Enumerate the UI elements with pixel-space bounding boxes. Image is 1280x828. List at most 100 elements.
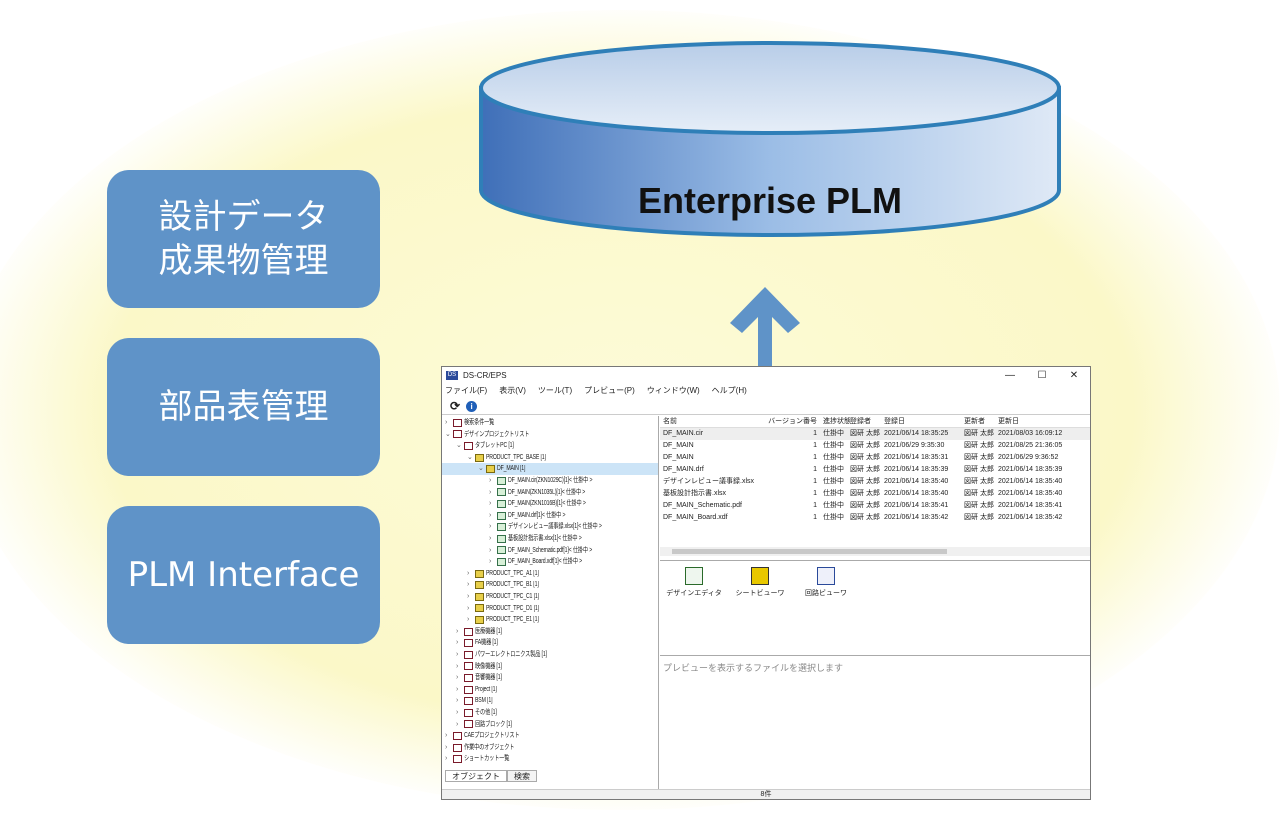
- close-button[interactable]: ✕: [1069, 369, 1079, 381]
- chevron-right-icon[interactable]: ›: [467, 604, 470, 612]
- chevron-down-icon[interactable]: ⌄: [456, 442, 462, 450]
- chevron-right-icon[interactable]: ›: [489, 535, 492, 542]
- table-cell: 図研 太郎: [850, 490, 880, 497]
- tree-item[interactable]: ›PRODUCT_TPC_B1 [1]: [467, 579, 557, 591]
- tab-objects[interactable]: オブジェクト: [445, 770, 507, 782]
- column-header[interactable]: 登録日: [884, 418, 905, 425]
- menu-preview[interactable]: プレビュー(P): [584, 386, 635, 395]
- menu-help[interactable]: ヘルプ(H): [711, 386, 747, 395]
- sheet-viewer-button[interactable]: シートビューワ: [728, 567, 792, 598]
- chevron-right-icon[interactable]: ›: [456, 627, 459, 635]
- chevron-right-icon[interactable]: ›: [445, 732, 448, 740]
- tree-item[interactable]: ›検索条件一覧: [445, 417, 505, 429]
- chevron-right-icon[interactable]: ›: [456, 674, 459, 682]
- column-header[interactable]: 更新日: [998, 418, 1019, 425]
- chevron-right-icon[interactable]: ›: [467, 593, 470, 600]
- design-editor-button[interactable]: デザインエディタ: [662, 567, 726, 598]
- chevron-right-icon[interactable]: ›: [445, 755, 448, 763]
- tree-item[interactable]: ›DF_MAIN.cir(ZKN1029C)[1]< 仕掛中 >: [489, 475, 622, 487]
- circuit-viewer-button[interactable]: 回路ビューワ: [794, 567, 858, 598]
- chevron-right-icon[interactable]: ›: [456, 639, 459, 647]
- tree-item[interactable]: ›DF_MAIN_Schematic.pdf[1]< 仕掛中 >: [489, 545, 622, 557]
- tree-item[interactable]: ›回路ブロック [1]: [456, 719, 525, 731]
- chevron-right-icon[interactable]: ›: [489, 511, 492, 519]
- chevron-right-icon[interactable]: ›: [489, 546, 492, 554]
- chevron-right-icon[interactable]: ›: [456, 685, 459, 693]
- tree-item[interactable]: ›作業中のオブジェクト: [445, 742, 532, 754]
- tree-item[interactable]: ⌄PRODUCT_TPC_BASE [1]: [467, 452, 567, 464]
- column-header[interactable]: 名前: [663, 418, 677, 425]
- tree-item[interactable]: ›音響機器 [1]: [456, 672, 511, 684]
- chevron-right-icon[interactable]: ›: [445, 419, 448, 426]
- chevron-right-icon[interactable]: ›: [467, 616, 470, 624]
- chevron-right-icon[interactable]: ›: [489, 500, 492, 508]
- tree-item[interactable]: ›医療機器 [1]: [456, 626, 511, 638]
- tree-item[interactable]: ›ショートカット一覧: [445, 753, 525, 765]
- chevron-right-icon[interactable]: ›: [467, 569, 470, 577]
- tree-item[interactable]: ›PRODUCT_TPC_C1 [1]: [467, 591, 557, 603]
- chevron-right-icon[interactable]: ›: [456, 709, 459, 716]
- table-cell: 図研 太郎: [850, 430, 880, 437]
- maximize-button[interactable]: ☐: [1037, 369, 1047, 381]
- chevron-right-icon[interactable]: ›: [467, 581, 470, 589]
- menu-tools[interactable]: ツール(T): [537, 386, 573, 395]
- tree-item[interactable]: ›FA機器 [1]: [456, 637, 506, 649]
- chevron-right-icon[interactable]: ›: [456, 697, 459, 705]
- tree-item[interactable]: ›DF_MAIN_Board.xdf[1]< 仕掛中 >: [489, 556, 608, 568]
- tree-item[interactable]: ›DF_MAIN.drf[1]< 仕掛中 >: [489, 510, 586, 522]
- chevron-right-icon[interactable]: ›: [456, 651, 459, 658]
- table-cell: 図研 太郎: [964, 490, 994, 497]
- tree-item-label: CAEプロジェクトリスト: [464, 732, 520, 740]
- chevron-down-icon[interactable]: ⌄: [478, 465, 484, 473]
- tree-item[interactable]: ⌄DF_MAIN [1]: [442, 463, 658, 475]
- chevron-right-icon[interactable]: ›: [456, 662, 459, 670]
- tree-item[interactable]: ›DF_MAIN(ZKN1016B)[1]< 仕掛中 >: [489, 498, 613, 510]
- tree-item[interactable]: ›パワーエレクトロニクス製品 [1]: [456, 649, 572, 661]
- tab-search[interactable]: 検索: [507, 770, 537, 782]
- tree-item[interactable]: ⌄タブレットPC [1]: [456, 440, 527, 452]
- chevron-down-icon[interactable]: ⌄: [445, 430, 451, 438]
- tree-item[interactable]: ›DF_MAIN(ZKN1035L)[1]< 仕掛中 >: [489, 487, 612, 499]
- column-header[interactable]: 登録者: [850, 418, 871, 425]
- chevron-down-icon[interactable]: ⌄: [467, 453, 473, 461]
- table-cell: 1: [813, 502, 817, 509]
- menu-file[interactable]: ファイル(F): [445, 386, 488, 395]
- menu-window[interactable]: ウィンドウ(W): [646, 386, 700, 395]
- column-header[interactable]: バージョン番号: [768, 418, 817, 425]
- tree-item[interactable]: ›PRODUCT_TPC_D1 [1]: [467, 603, 557, 615]
- tree-item[interactable]: ›Project [1]: [456, 684, 504, 696]
- minimize-button[interactable]: —: [1005, 369, 1015, 381]
- tree-item[interactable]: › CAEプロジェクトリスト: [445, 730, 539, 742]
- chevron-right-icon[interactable]: ›: [489, 488, 492, 496]
- refresh-icon[interactable]: ⟳: [450, 399, 461, 413]
- tree-item[interactable]: ›BSM [1]: [456, 695, 499, 707]
- info-icon[interactable]: i: [466, 400, 478, 412]
- tree-item[interactable]: ›基板設計指示書.xlsx[1]< 仕掛中 >: [489, 533, 607, 545]
- chevron-right-icon[interactable]: ›: [489, 558, 492, 566]
- horizontal-scrollbar[interactable]: [660, 547, 1090, 556]
- tree-item[interactable]: ⌄デザインプロジェクトリスト: [445, 429, 552, 441]
- table-cell: 図研 太郎: [850, 442, 880, 449]
- column-header[interactable]: 進捗状態: [823, 418, 851, 425]
- menu-view[interactable]: 表示(V): [499, 386, 526, 395]
- chevron-right-icon[interactable]: ›: [456, 720, 459, 728]
- column-header[interactable]: 更新者: [964, 418, 985, 425]
- tree-item[interactable]: ›その他 [1]: [456, 707, 504, 719]
- box-plm-interface: PLM Interface: [107, 506, 380, 644]
- tree-item[interactable]: ›デザインレビュー議事録.xlsx[1]< 仕掛中 >: [489, 521, 635, 533]
- scroll-thumb[interactable]: [672, 549, 947, 554]
- chevron-right-icon[interactable]: ›: [445, 743, 448, 751]
- chevron-right-icon[interactable]: ›: [489, 523, 492, 531]
- tree-item[interactable]: ›PRODUCT_TPC_A1 [1]: [467, 568, 557, 580]
- chevron-right-icon[interactable]: ›: [489, 477, 492, 484]
- tree-item[interactable]: ›PRODUCT_TPC_E1 [1]: [467, 614, 557, 626]
- tree-item[interactable]: ›映像機器 [1]: [456, 661, 511, 673]
